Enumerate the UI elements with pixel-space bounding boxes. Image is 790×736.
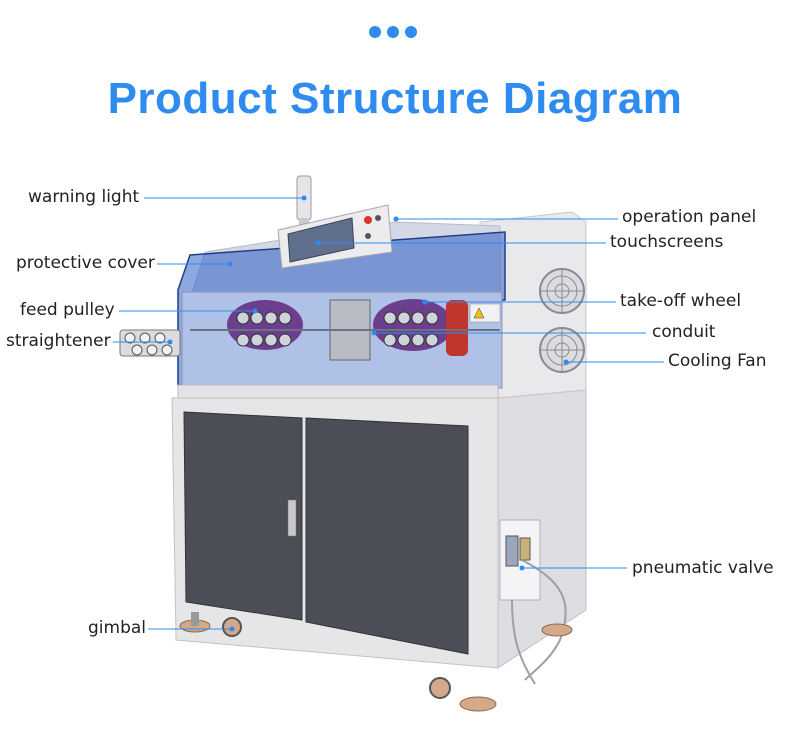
feed-pulley-icon <box>227 300 303 350</box>
label-pneumatic-valve: pneumatic valve <box>632 558 774 578</box>
label-touchscreens: touchscreens <box>610 232 724 252</box>
take-off-wheel-icon <box>373 299 468 356</box>
endpoint-dot-icon <box>167 339 173 345</box>
endpoint-dot-icon <box>393 216 399 222</box>
endpoint-dot-icon <box>371 330 377 336</box>
dot-icon <box>369 26 381 38</box>
label-conduit: conduit <box>652 322 716 342</box>
warning-light-icon <box>296 175 312 230</box>
dot-icon <box>387 26 399 38</box>
operation-panel-icon <box>277 204 393 269</box>
page-title: Product Structure Diagram <box>107 74 683 123</box>
label-warning-light: warning light <box>28 187 140 207</box>
leader-endpoints <box>167 195 569 632</box>
pneumatic-valve-icon <box>499 519 567 685</box>
label-protective-cover: protective cover <box>16 253 155 273</box>
leader-lines <box>113 197 664 630</box>
endpoint-dot-icon <box>252 308 258 314</box>
label-straightener: straightener <box>6 331 111 351</box>
endpoint-dot-icon <box>315 240 321 246</box>
endpoint-dot-icon <box>563 359 569 365</box>
endpoint-dot-icon <box>301 195 307 201</box>
dot-icon <box>405 26 417 38</box>
label-take-off-wheel: take-off wheel <box>620 291 742 311</box>
endpoint-dot-icon <box>227 261 233 267</box>
straightener-icon <box>119 329 181 357</box>
label-cooling-fan: Cooling Fan <box>668 351 767 371</box>
endpoint-dot-icon <box>229 626 235 632</box>
machine-illustration <box>119 175 587 712</box>
endpoint-dot-icon <box>519 565 525 571</box>
endpoint-dot-icon <box>422 299 428 305</box>
decorative-dots <box>369 26 417 38</box>
label-gimbal: gimbal <box>88 618 147 638</box>
label-operation-panel: operation panel <box>622 207 757 227</box>
label-feed-pulley: feed pulley <box>20 300 115 320</box>
